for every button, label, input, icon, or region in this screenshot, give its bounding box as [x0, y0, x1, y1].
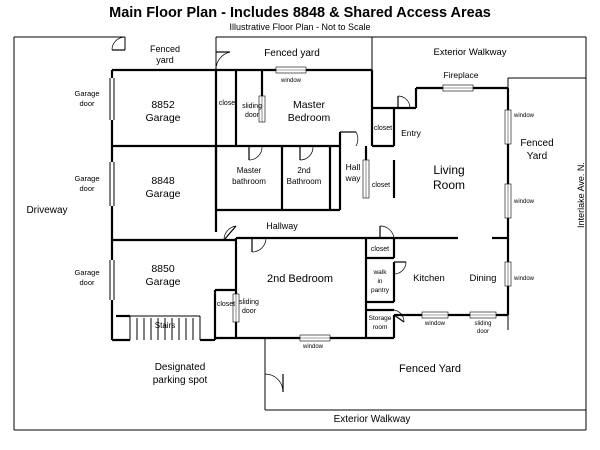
entry-label: Entry [401, 128, 422, 138]
window-label-right-2: window [513, 199, 535, 205]
page-subtitle: Illustrative Floor Plan - Not to Scale [229, 22, 371, 32]
property-boundaries [13, 36, 587, 431]
closet-kitchen-label: closet [371, 246, 389, 253]
stairs [116, 314, 194, 340]
stairs-label: Stairs [155, 321, 175, 330]
dining-label: Dining [470, 273, 497, 284]
exterior-walkway-top-label: Exterior Walkway [433, 47, 506, 58]
street-label: Interlake Ave. N. [576, 162, 586, 228]
window-label-right-3: window [513, 276, 535, 282]
windows [232, 66, 512, 342]
closet-hall-label: closet [372, 182, 390, 189]
closet-master-label: closet [219, 100, 237, 107]
second-bedroom-label: 2nd Bedroom [267, 273, 333, 285]
closet-bedroom-label: closet [217, 301, 235, 308]
fenced-yard-top-label: Fenced yard [264, 48, 320, 59]
window-label-kitchen: window [424, 321, 446, 327]
garage-doors [109, 78, 115, 300]
window-label-right-1: window [513, 113, 535, 119]
page-title: Main Floor Plan - Includes 8848 & Shared… [109, 5, 491, 21]
exterior-walkway-bottom-label: Exterior Walkway [334, 414, 411, 425]
closet-entry-label: closet [374, 125, 392, 132]
doors [111, 36, 411, 393]
driveway-label: Driveway [26, 205, 67, 216]
window-label-master: window [280, 78, 302, 84]
window-label-bedroom: window [302, 344, 324, 350]
hallway-label: Hallway [266, 221, 298, 231]
kitchen-label: Kitchen [413, 273, 445, 284]
fireplace-label: Fireplace [444, 70, 479, 80]
fenced-yard-bottom-label: Fenced Yard [399, 363, 461, 375]
